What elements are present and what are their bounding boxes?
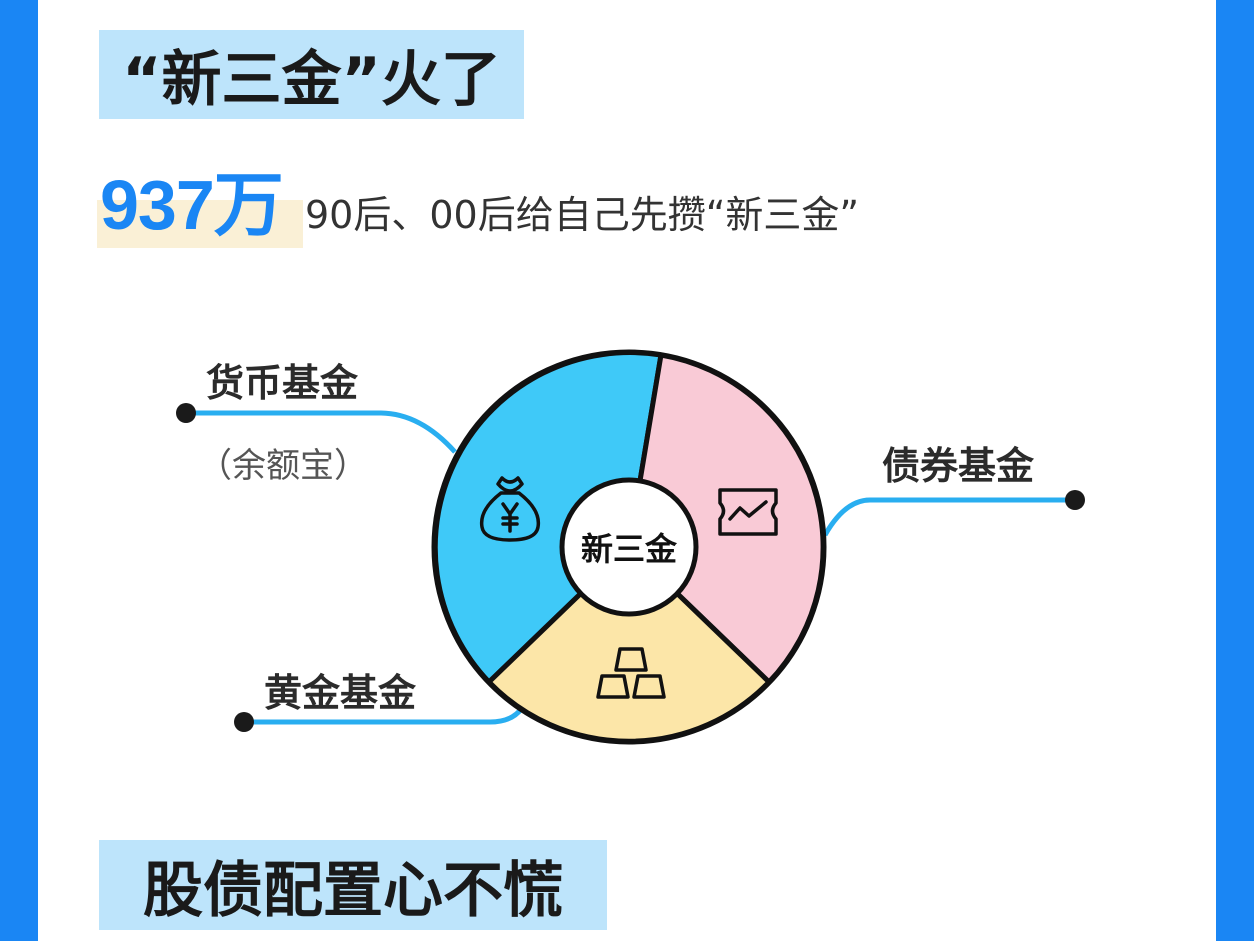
stat-number: 937万 (100, 166, 284, 244)
connector-line-bond-fund (822, 497, 1075, 537)
section2-title-text: 股债配置心不慌 (143, 855, 563, 926)
label-money-fund: 货币基金 (206, 361, 359, 405)
money-bag-yuan-icon (479, 476, 541, 542)
connector-dot-money-fund (176, 403, 196, 423)
bond-chart-ticket-icon (718, 488, 778, 536)
left-border-bar (0, 0, 38, 941)
right-border-bar (1216, 0, 1254, 941)
section-title: “新三金”火了 (99, 30, 524, 119)
connector-dot-bond-fund (1065, 490, 1085, 510)
connector-dot-gold-fund (234, 712, 254, 732)
section-title-text: “新三金”火了 (122, 45, 501, 115)
gold-bars-icon (596, 647, 666, 699)
pie-outline (431, 349, 827, 745)
label-bond-fund: 债券基金 (882, 444, 1035, 488)
connector-line-money-fund (186, 410, 457, 454)
label-money-fund-note: （余额宝） (198, 446, 368, 486)
label-gold-fund: 黄金基金 (264, 671, 417, 715)
center-circle (559, 477, 699, 617)
section2-title: 股债配置心不慌 (99, 840, 607, 930)
stat-description: 90后、00后给自己先攒“新三金” (305, 193, 860, 237)
center-label: 新三金 (581, 530, 678, 568)
stat-highlight (97, 200, 303, 248)
